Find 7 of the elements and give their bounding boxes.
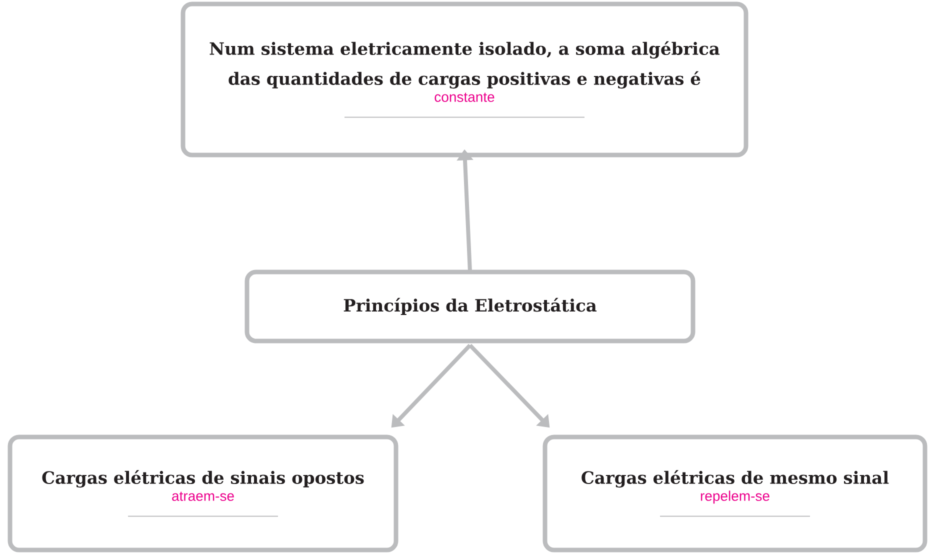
answer-text: constante bbox=[434, 92, 494, 102]
concept-box: Cargas elétricas de sinais opostos atraem-se bbox=[8, 434, 398, 552]
answer-text: repelem-se bbox=[700, 490, 770, 504]
concept-box: Princípios da Eletrostática bbox=[244, 270, 696, 344]
concept-box: Num sistema eletricamente isolado, a soma algébrica das quantidades de cargas positivas e negativas é constante bbox=[180, 2, 748, 158]
answer-text: atraem-se bbox=[172, 492, 234, 501]
concept-box: Cargas elétricas de mesmo sinal repelem-se bbox=[542, 434, 928, 552]
